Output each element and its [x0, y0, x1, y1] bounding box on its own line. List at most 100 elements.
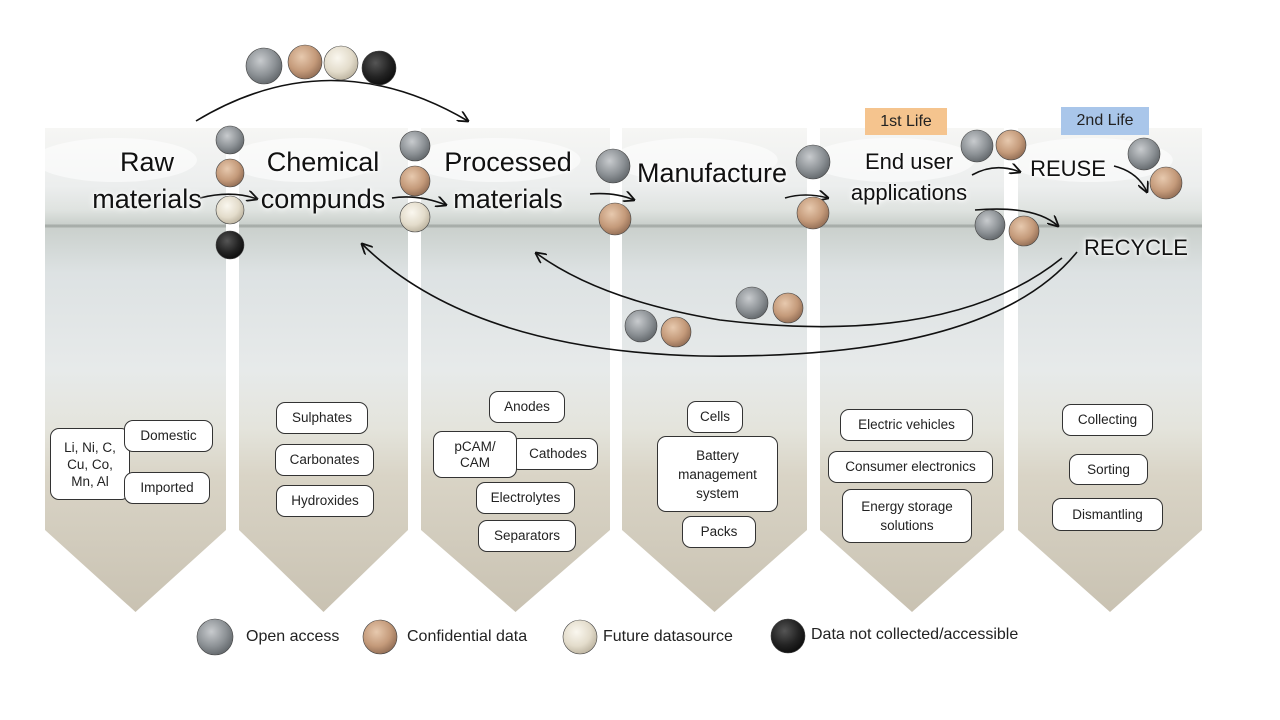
second-life-badge: 2nd Life [1061, 107, 1149, 135]
confidential-data-circle [598, 202, 632, 236]
anodes-box: Anodes [489, 391, 565, 423]
open-access-circle [245, 47, 283, 85]
open-access-circle [399, 130, 431, 162]
processed-to-manufacture-arrow [589, 194, 634, 200]
confidential-data-circle [995, 129, 1027, 161]
stage-title-recycle: RECYCLE [1076, 232, 1196, 263]
open-access-circle [960, 129, 994, 163]
legend-label-not-collected: Data not collected/accessible [811, 626, 1019, 643]
legend-label-confidential: Confidential data [407, 628, 528, 645]
box-line: solutions [880, 518, 934, 533]
battery-management-system-box: Battery management system [657, 436, 778, 512]
open-access-circle [795, 144, 831, 180]
data-not-collected-circle [770, 618, 806, 654]
box-line: CAM [460, 454, 490, 470]
sorting-box: Sorting [1069, 454, 1148, 485]
stage-title-manufacture: Manufacture [626, 155, 798, 192]
domestic-box: Domestic [124, 420, 213, 452]
stage-title-processed-materials: Processed materials [430, 144, 586, 218]
reuse-output-arrow [1113, 165, 1147, 192]
stage-column-second-life [1018, 128, 1202, 612]
confidential-data-circle [215, 158, 245, 188]
open-access-circle [196, 618, 234, 656]
raw-elements-box: Li, Ni, C, Cu, Co, Mn, Al [50, 428, 130, 500]
stage-title-reuse: REUSE [1018, 153, 1118, 184]
cloud-shape [611, 138, 778, 182]
future-datasource-circle [215, 195, 245, 225]
stage-title-raw-materials: Raw materials [62, 144, 232, 218]
title-line: Processed [444, 147, 572, 177]
box-line: Li, Ni, C, [64, 439, 116, 455]
raw-to-chemical-arrow [199, 194, 257, 199]
legend-label-future: Future datasource [603, 628, 733, 645]
open-access-circle [1127, 137, 1161, 171]
confidential-data-circle [362, 619, 398, 655]
title-line: End user [864, 149, 954, 174]
title-line: applications [850, 180, 968, 205]
recycle-to-chemical-arrow [362, 244, 1078, 357]
confidential-data-circle [660, 316, 692, 348]
title-line: compunds [260, 184, 386, 214]
data-not-collected-circle [215, 230, 245, 260]
open-access-circle [624, 309, 658, 343]
box-line: system [696, 485, 739, 501]
dismantling-box: Dismantling [1052, 498, 1163, 531]
recycle-to-processed-arrow [536, 253, 1063, 328]
title-line: Manufacture [636, 158, 788, 188]
consumer-electronics-box: Consumer electronics [828, 451, 993, 483]
top-bypass-arrow [195, 79, 468, 122]
end-user-to-reuse-arrow [971, 168, 1020, 176]
box-line: management [678, 466, 757, 482]
open-access-circle [595, 148, 631, 184]
energy-storage-box: Energy storage solutions [842, 489, 972, 543]
title-line: materials [92, 184, 202, 214]
title-line: Chemical [266, 147, 380, 177]
cloud-shape [410, 138, 581, 182]
chemical-to-processed-arrow [391, 197, 446, 205]
confidential-data-circle [772, 292, 804, 324]
title-line: Raw [119, 147, 174, 177]
open-access-circle [215, 125, 245, 155]
box-line: Battery [696, 447, 739, 463]
legend-label-open-access: Open access [246, 628, 340, 645]
confidential-data-circle [287, 44, 323, 80]
pcam-box: pCAM/ CAM [433, 431, 517, 478]
data-not-collected-circle [361, 50, 397, 86]
separators-box: Separators [478, 520, 576, 552]
future-datasource-circle [562, 619, 598, 655]
first-life-badge: 1st Life [865, 108, 947, 135]
open-access-circle [974, 209, 1006, 241]
box-line: pCAM/ [454, 438, 496, 454]
collecting-box: Collecting [1062, 404, 1153, 436]
box-line: Cu, Co, [67, 456, 113, 472]
electrolytes-box: Electrolytes [476, 482, 575, 514]
stage-title-chemical-compounds: Chemical compunds [245, 144, 401, 218]
cathodes-box: Cathodes [510, 438, 598, 470]
stage-title-end-user-applications: End user applications [836, 146, 982, 208]
hydroxides-box: Hydroxides [276, 485, 374, 517]
carbonates-box: Carbonates [275, 444, 374, 476]
future-datasource-circle [323, 45, 359, 81]
future-datasource-circle [399, 201, 431, 233]
cloud-shape [809, 138, 975, 182]
electric-vehicles-box: Electric vehicles [840, 409, 973, 441]
cloud-shape [227, 138, 380, 182]
box-line: Mn, Al [71, 473, 109, 489]
end-user-to-recycle-arrow [974, 208, 1058, 226]
confidential-data-circle [1008, 215, 1040, 247]
cells-box: Cells [687, 401, 743, 433]
imported-box: Imported [124, 472, 210, 504]
cloud-shape [34, 138, 197, 182]
confidential-data-circle [1149, 166, 1183, 200]
confidential-data-circle [399, 165, 431, 197]
title-line: materials [453, 184, 563, 214]
box-line: Energy storage [861, 499, 953, 514]
title-line: REUSE [1030, 156, 1106, 181]
manufacture-to-end-user-arrow [784, 195, 828, 198]
title-line: RECYCLE [1084, 235, 1188, 260]
sulphates-box: Sulphates [276, 402, 368, 434]
open-access-circle [735, 286, 769, 320]
packs-box: Packs [682, 516, 756, 548]
confidential-data-circle [796, 196, 830, 230]
